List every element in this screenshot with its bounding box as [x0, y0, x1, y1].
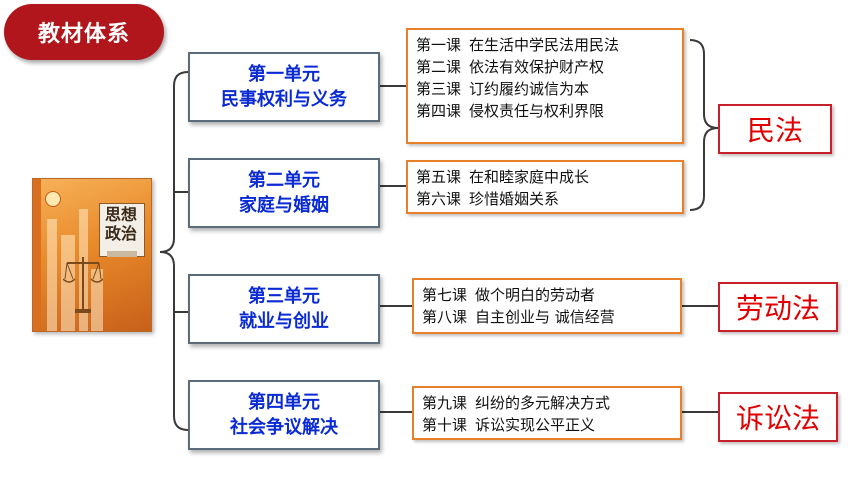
main-brace	[159, 71, 189, 431]
book-title: 思想 政治	[104, 205, 137, 243]
unit-3-title: 第三单元	[248, 286, 320, 307]
lesson-row: 第五课在和睦家庭中成长	[416, 168, 590, 186]
lesson-row: 第三课订约履约诚信为本	[416, 80, 590, 98]
lesson-row: 第六课珍惜婚姻关系	[416, 190, 560, 208]
textbook-cover-image: 思想 政治	[32, 178, 152, 332]
lesson-row: 第十课诉讼实现公平正义	[422, 416, 596, 434]
textbook-system-badge: 教材体系	[4, 4, 164, 60]
unit-4-title: 第四单元	[248, 392, 320, 413]
unit-3-box: 第三单元 就业与创业	[188, 274, 380, 344]
lesson-row: 第四课侵权责任与权利界限	[416, 102, 605, 120]
lesson-row: 第七课做个明白的劳动者	[422, 286, 596, 304]
unit-4-lessons: 第九课纠纷的多元解决方式 第十课诉讼实现公平正义	[412, 386, 682, 440]
unit-2-title: 第二单元	[248, 170, 320, 191]
labor-law-box: 劳动法	[718, 282, 838, 332]
unit-2-lessons: 第五课在和睦家庭中成长 第六课珍惜婚姻关系	[406, 160, 684, 214]
lesson-row: 第八课自主创业与 诚信经营	[422, 308, 615, 326]
seal-icon	[45, 191, 61, 207]
lesson-row: 第九课纠纷的多元解决方式	[422, 394, 611, 412]
lesson-row: 第一课在生活中学民法用民法	[416, 36, 620, 54]
unit-4-box: 第四单元 社会争议解决	[188, 380, 380, 450]
unit-1-box: 第一单元 民事权利与义务	[188, 52, 380, 122]
unit-1-subtitle: 民事权利与义务	[221, 89, 347, 110]
unit-3-subtitle: 就业与创业	[239, 311, 329, 332]
lesson-row: 第二课依法有效保护财产权	[416, 58, 605, 76]
unit-2-box: 第二单元 家庭与婚姻	[188, 158, 380, 228]
unit-3-lessons: 第七课做个明白的劳动者 第八课自主创业与 诚信经营	[412, 278, 682, 334]
civil-law-brace	[689, 39, 719, 211]
unit-1-lessons: 第一课在生活中学民法用民法 第二课依法有效保护财产权 第三课订约履约诚信为本 第…	[406, 28, 684, 144]
civil-law-box: 民法	[718, 104, 832, 154]
balance-scale-icon	[63, 257, 103, 313]
unit-1-title: 第一单元	[248, 64, 320, 85]
litigation-law-box: 诉讼法	[718, 392, 838, 442]
unit-4-subtitle: 社会争议解决	[230, 417, 338, 438]
unit-2-subtitle: 家庭与婚姻	[239, 195, 329, 216]
